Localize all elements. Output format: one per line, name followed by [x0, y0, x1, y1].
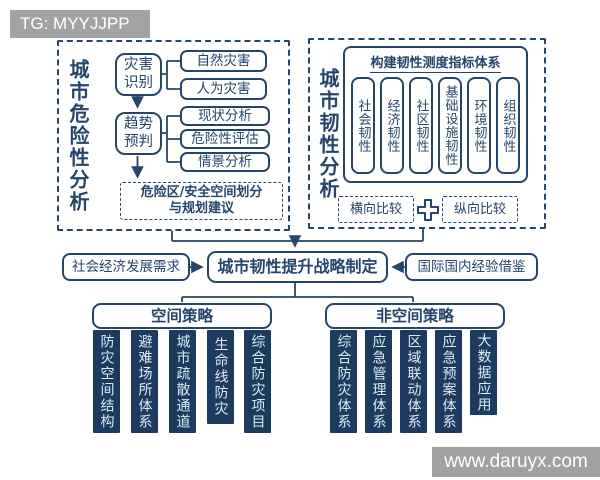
right-panel-title: 城市韧性分析 — [312, 60, 344, 208]
pill-text: 经济韧性 — [384, 98, 400, 153]
bar-big-data-application: 大数据应用 — [470, 330, 497, 415]
socioeconomic-demand-box: 社会经济发展需求 — [62, 253, 190, 281]
trend-prediction-box: 趋势 预判 — [115, 112, 162, 155]
right-panel-title-text: 城市韧性分析 — [316, 68, 340, 200]
indicator-pills-row: 社会韧性 经济韧性 社区韧性 基础设施韧性 环境韧性 组织韧性 — [351, 77, 520, 174]
bar-text: 避难场所体系 — [136, 333, 153, 430]
hazard-analysis-panel — [57, 40, 290, 231]
scenario-analysis-box: 情景分析 — [180, 152, 270, 172]
pill-economic-resilience: 经济韧性 — [380, 77, 404, 174]
pill-organization-resilience: 组织韧性 — [496, 77, 520, 174]
bar-comprehensive-projects: 综合防灾项目 — [244, 330, 271, 433]
international-experience-box: 国际国内经验借鉴 — [405, 253, 538, 281]
bar-lifeline-protection: 生命线防灾 — [207, 330, 234, 424]
pill-text: 社会韧性 — [355, 98, 371, 153]
bar-text: 防灾空间结构 — [98, 333, 115, 430]
bar-disaster-space-structure: 防灾空间结构 — [93, 330, 120, 433]
pill-social-resilience: 社会韧性 — [351, 77, 375, 174]
natural-disaster-box: 自然灾害 — [180, 50, 267, 72]
bar-emergency-management-system: 应急管理体系 — [365, 330, 392, 433]
plus-icon — [417, 199, 439, 221]
bar-evacuation-channels: 城市疏散通道 — [169, 330, 196, 433]
resilience-analysis-panel — [308, 38, 546, 229]
left-panel-title: 城市危险性分析 — [62, 56, 94, 216]
bar-text: 应急管理体系 — [370, 333, 387, 430]
bar-text: 区域联动体系 — [405, 333, 422, 430]
indicator-system-title-wrap: 构建韧性测度指标体系 — [351, 52, 520, 73]
risk-assessment-box: 危险性评估 — [180, 129, 270, 149]
hazard-id-line1: 灾害 — [124, 57, 153, 74]
pill-community-resilience: 社区韧性 — [409, 77, 433, 174]
zoning-line1: 危险区/安全空间划分 — [140, 185, 263, 201]
bar-regional-linkage-system: 区域联动体系 — [400, 330, 427, 433]
bar-text: 生命线防灾 — [212, 337, 229, 417]
bar-text: 应急预案体系 — [440, 333, 457, 430]
central-strategy-box: 城市韧性提升战略制定 — [207, 251, 388, 283]
horizontal-compare-box: 横向比较 — [338, 196, 414, 223]
tg-watermark-label: TG: MYYJJPP — [10, 10, 150, 38]
trend-line2: 预判 — [124, 133, 153, 150]
bar-text: 城市疏散通道 — [174, 333, 191, 430]
pill-text: 社区韧性 — [413, 98, 429, 153]
pill-text: 组织韧性 — [500, 98, 516, 153]
strategy-split-lines — [181, 283, 414, 302]
hazard-id-line2: 识别 — [124, 74, 153, 91]
bar-shelter-system: 避难场所体系 — [131, 330, 158, 433]
pill-text: 环境韧性 — [471, 98, 487, 153]
pill-infrastructure-resilience: 基础设施韧性 — [438, 77, 462, 174]
hazard-identification-box: 灾害 识别 — [115, 53, 162, 96]
bar-text: 综合防灾体系 — [335, 333, 352, 430]
indicator-system-title: 构建韧性测度指标体系 — [370, 52, 501, 73]
spatial-strategy-header: 空间策略 — [92, 303, 272, 329]
human-disaster-box: 人为灾害 — [180, 78, 267, 100]
trend-line1: 趋势 — [124, 116, 153, 133]
panel-feed-lines — [171, 229, 424, 242]
trend-bracket — [162, 115, 180, 163]
indicator-system-box: 构建韧性测度指标体系 社会韧性 经济韧性 社区韧性 基础设施韧性 环境韧性 组织… — [343, 46, 528, 183]
bar-comprehensive-prevention-system: 综合防灾体系 — [330, 330, 357, 433]
pill-environment-resilience: 环境韧性 — [467, 77, 491, 174]
left-panel-title-text: 城市危险性分析 — [66, 59, 90, 213]
bar-text: 大数据应用 — [475, 332, 492, 413]
pill-text: 基础设施韧性 — [442, 85, 458, 166]
current-analysis-box: 现状分析 — [180, 106, 270, 126]
zoning-advice-box: 危险区/安全空间划分 与规划建议 — [120, 182, 283, 220]
site-watermark: www.daruyx.com — [432, 447, 600, 477]
bar-text: 综合防灾项目 — [249, 333, 266, 430]
zoning-line2: 与规划建议 — [168, 201, 234, 216]
nonspatial-strategy-header: 非空间策略 — [325, 303, 505, 329]
bar-emergency-plan-system: 应急预案体系 — [435, 330, 462, 433]
vertical-compare-box: 纵向比较 — [442, 196, 518, 223]
hazard-bracket — [162, 60, 180, 90]
